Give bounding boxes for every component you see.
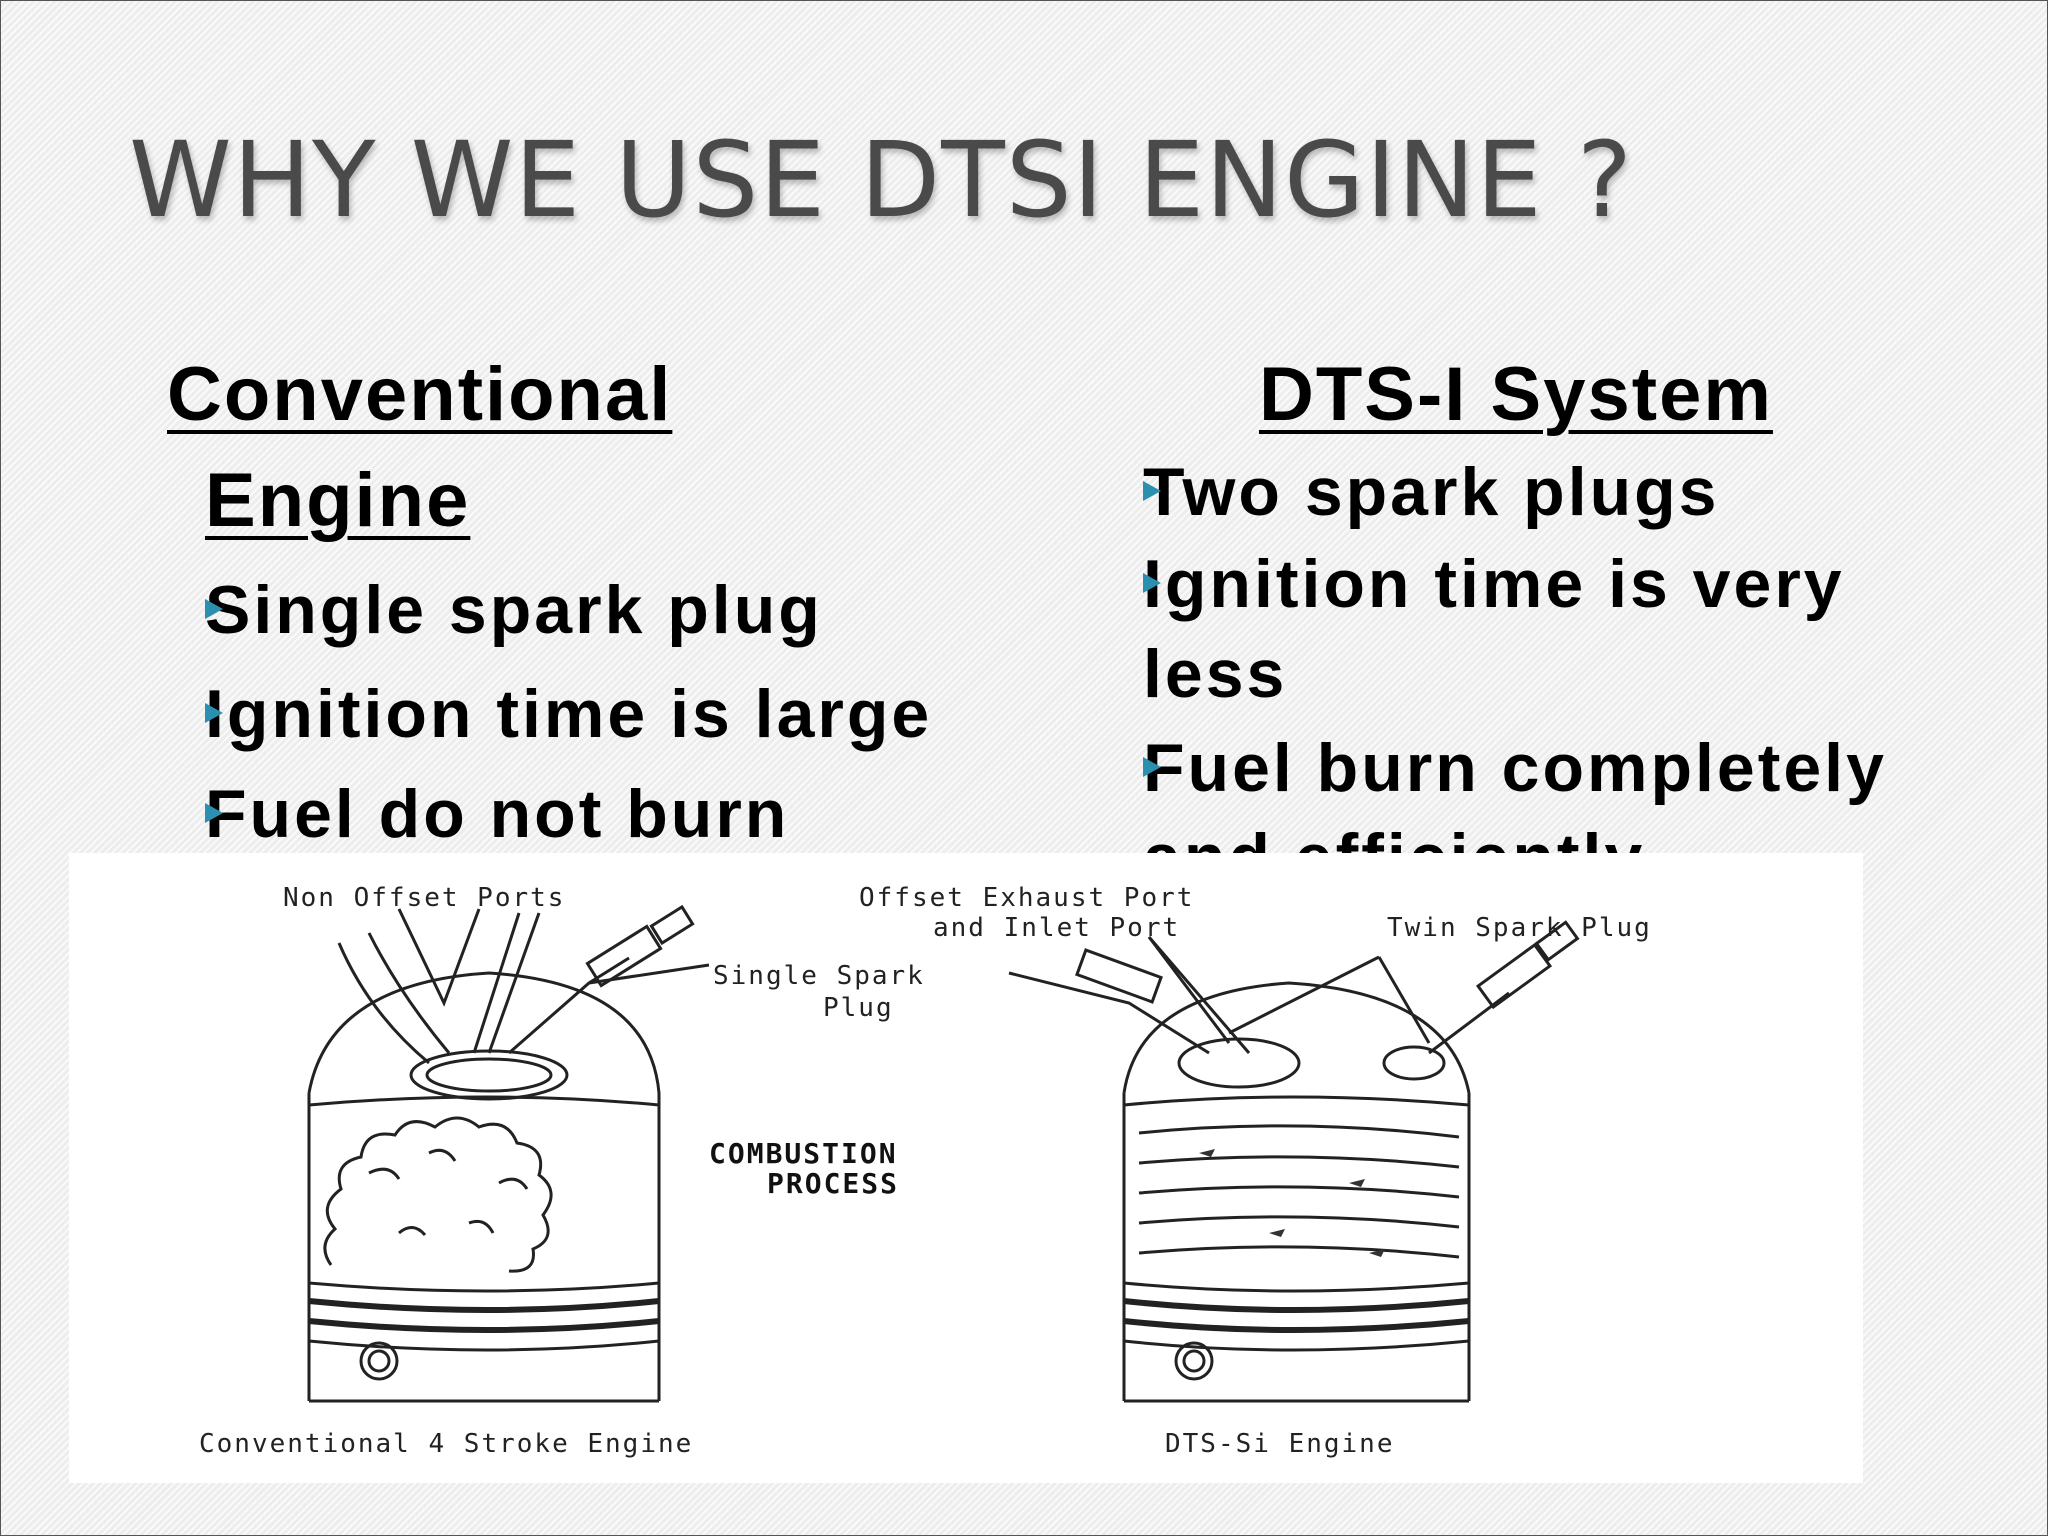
caption-conventional-engine: Conventional 4 Stroke Engine — [199, 1429, 694, 1459]
label-offset-ports-line1: Offset Exhaust Port — [859, 883, 1195, 913]
left-bullet-item: Ignition time is large — [205, 676, 933, 752]
caption-dtssi-engine: DTS-Si Engine — [1165, 1429, 1395, 1459]
left-heading-line1: Conventional — [167, 352, 673, 437]
label-offset-ports-line2: and Inlet Port — [933, 913, 1181, 943]
left-bullet-list: Single spark plug Ignition time is large… — [151, 565, 932, 859]
right-bullet-continuation: less — [1143, 636, 1288, 712]
engine-diagram: Non Offset Ports Single Spark Plug Offse… — [69, 853, 1863, 1483]
left-heading-line2: Engine — [205, 458, 471, 543]
bullet-arrow-icon — [205, 703, 223, 723]
right-bullet-item: Ignition time is very — [1143, 546, 1845, 622]
label-non-offset-ports: Non Offset Ports — [283, 883, 566, 913]
label-combustion-line2: PROCESS — [767, 1167, 900, 1200]
label-single-spark-plug-line2: Plug — [823, 993, 894, 1023]
label-twin-spark-plug: Twin Spark Plug — [1387, 913, 1652, 943]
slide-title: WHY WE USE DTSI ENGINE ? — [129, 119, 1634, 241]
dtssi-cylinder-drawing — [1008, 920, 1580, 1403]
label-combustion-line1: COMBUSTION — [709, 1137, 898, 1170]
right-bullet-item: Two spark plugs — [1143, 454, 1720, 530]
right-heading: DTS-I System — [1259, 352, 1773, 437]
right-bullet-item: Fuel burn completely — [1143, 730, 1887, 806]
bullet-arrow-icon — [1143, 757, 1161, 777]
bullet-arrow-icon — [205, 599, 223, 619]
bullet-arrow-icon — [205, 803, 223, 823]
label-single-spark-plug-line1: Single Spark — [713, 961, 925, 991]
right-bullet-list: Two spark plugs Ignition time is very le… — [1089, 447, 1887, 903]
engine-diagram-drawing — [307, 904, 1580, 1403]
bullet-arrow-icon — [1143, 573, 1161, 593]
left-bullet-item: Single spark plug — [205, 572, 823, 648]
bullet-arrow-icon — [1143, 481, 1161, 501]
left-bullet-item: Fuel do not burn — [205, 776, 790, 852]
conventional-cylinder-drawing — [307, 904, 710, 1403]
